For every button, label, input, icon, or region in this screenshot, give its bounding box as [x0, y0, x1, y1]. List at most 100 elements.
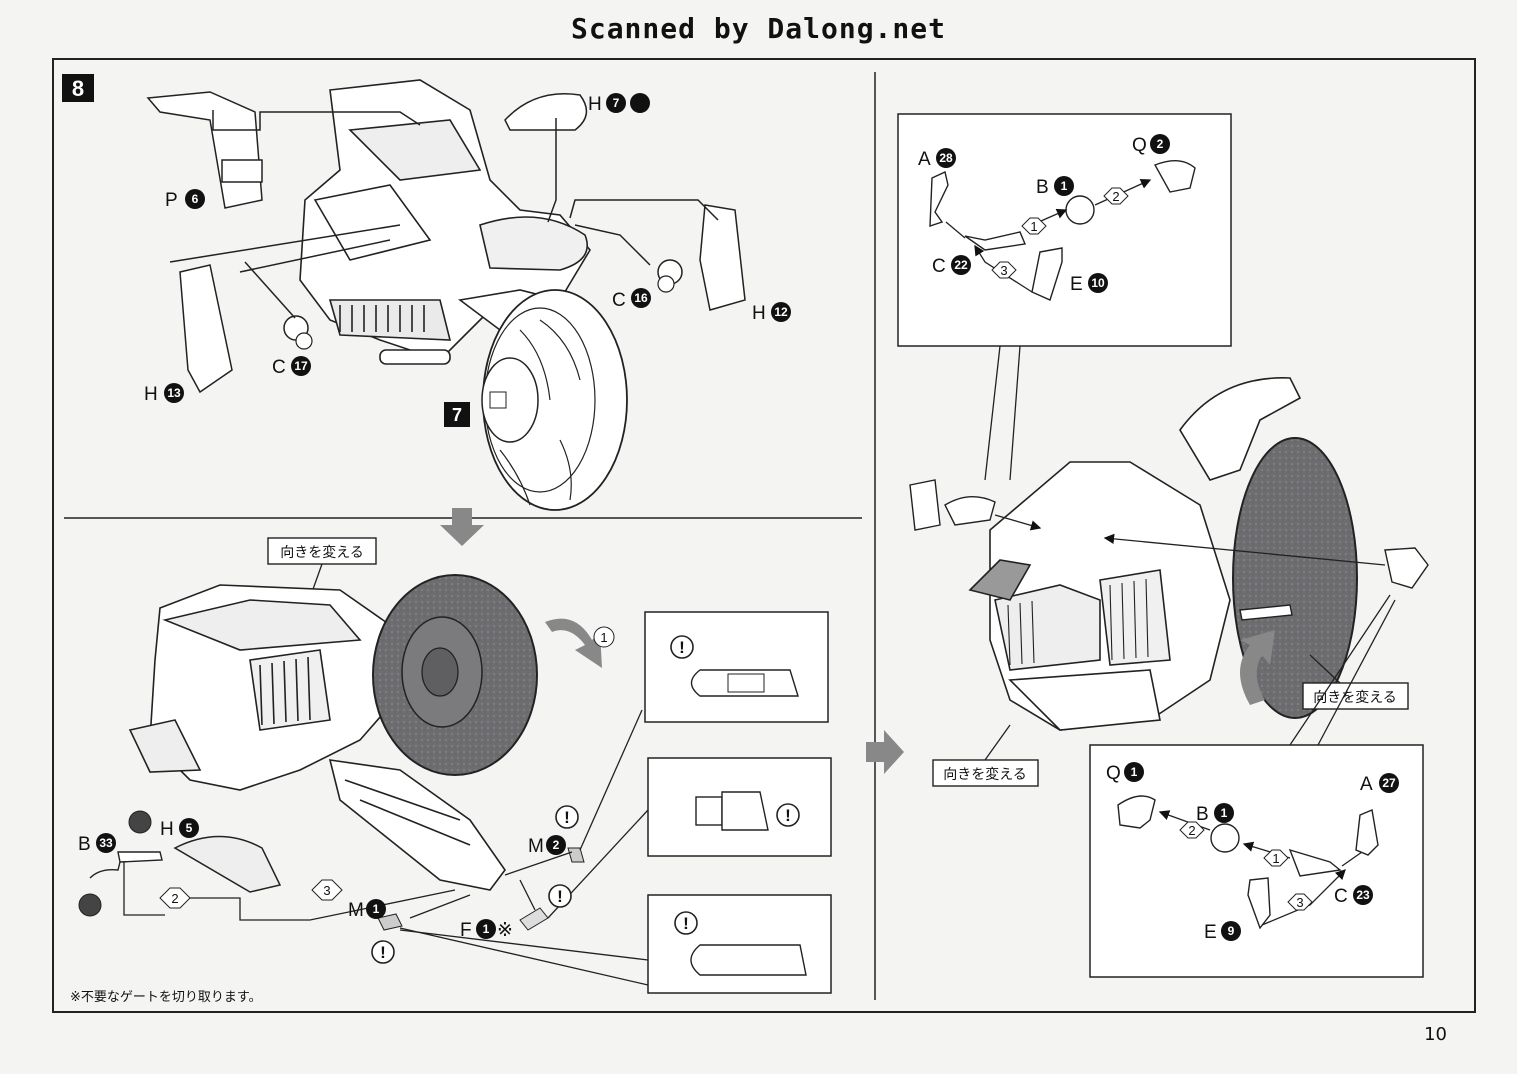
callout-change-direction-2: 向きを変える — [932, 724, 1039, 787]
svg-text:2: 2 — [553, 838, 560, 852]
step-8-badge: 8 — [62, 74, 94, 102]
svg-text:B: B — [1196, 804, 1209, 825]
svg-text:22: 22 — [954, 258, 968, 272]
page-number: 10 — [1424, 1024, 1447, 1045]
label-h13: H 13 — [144, 383, 184, 405]
svg-text:3: 3 — [1296, 895, 1303, 910]
part-m2-pin — [567, 847, 585, 863]
bottom-bike-assembly — [128, 584, 506, 891]
right-bike-assembly — [909, 377, 1429, 731]
label-c17: C 17 — [272, 356, 311, 378]
svg-text:16: 16 — [634, 291, 648, 305]
svg-text:!: ! — [785, 806, 791, 825]
label-h7: H 7 — [588, 93, 650, 115]
label-q2: Q 2 — [1132, 134, 1170, 156]
svg-text:1: 1 — [483, 922, 490, 936]
svg-text:!: ! — [679, 638, 685, 657]
svg-text:M: M — [528, 836, 544, 857]
svg-text:1: 1 — [1221, 806, 1228, 820]
svg-text:※: ※ — [497, 920, 513, 941]
part-m1-pin — [377, 913, 403, 931]
part-b33-stand — [89, 851, 163, 879]
svg-text:A: A — [918, 149, 931, 170]
top-wheel — [481, 289, 628, 511]
label-a28: A 28 — [918, 148, 956, 170]
svg-text:C: C — [272, 357, 286, 378]
svg-text:E: E — [1204, 922, 1217, 943]
order-mark-1-rotate: 1 — [593, 626, 615, 648]
svg-text:6: 6 — [192, 192, 199, 206]
svg-text:1: 1 — [1061, 179, 1068, 193]
part-h7-visor — [504, 93, 588, 131]
label-h5: H 5 — [160, 818, 199, 840]
right-bottom-parts — [1117, 795, 1379, 930]
right-top-order-marks: 1 2 3 — [991, 187, 1129, 279]
label-b33: B 33 — [78, 833, 116, 855]
instruction-frame — [52, 58, 1476, 1013]
svg-text:C: C — [932, 256, 946, 277]
svg-text:7: 7 — [613, 96, 620, 110]
svg-text:1: 1 — [1131, 765, 1138, 779]
svg-text:B: B — [1036, 177, 1049, 198]
part-h13-side — [179, 264, 233, 394]
label-c16: C 16 — [612, 288, 651, 311]
svg-text:向きを変える: 向きを変える — [1313, 689, 1397, 706]
svg-text:3: 3 — [323, 883, 330, 898]
svg-text:B: B — [78, 834, 91, 855]
detail-box-right-bottom — [1089, 594, 1424, 978]
svg-text:F: F — [460, 920, 472, 941]
svg-text:1: 1 — [600, 630, 607, 645]
svg-text:1: 1 — [373, 902, 380, 916]
svg-text:2: 2 — [1157, 137, 1164, 151]
part-c16-cap — [657, 259, 683, 293]
caution-box-3: ! — [647, 894, 832, 994]
part-p6-cowl — [146, 91, 263, 209]
svg-text:!: ! — [683, 914, 689, 933]
label-m2: M 2 ! — [528, 805, 579, 857]
top-leader-lines — [169, 110, 719, 319]
part-h5-cover — [173, 835, 282, 893]
svg-text:23: 23 — [1356, 888, 1370, 902]
label-p6: P 6 — [165, 189, 205, 211]
svg-text:2: 2 — [1188, 823, 1195, 838]
scan-credit: Scanned by Dalong.net — [570, 12, 946, 45]
part-h12-side — [699, 204, 746, 311]
label-a27: A 27 — [1360, 773, 1399, 795]
label-h12: H 12 — [752, 302, 791, 324]
step-8-number: 8 — [72, 76, 84, 101]
label-e10: E 10 — [1070, 273, 1108, 295]
svg-text:!: ! — [380, 943, 386, 962]
svg-text:A: A — [1360, 774, 1373, 795]
label-f1: F 1 ※ ! — [460, 884, 572, 941]
svg-text:E: E — [1070, 274, 1083, 295]
svg-text:向きを変える: 向きを変える — [943, 766, 1027, 783]
label-q1: Q 1 — [1106, 762, 1144, 784]
step-7-badge: 7 — [444, 402, 470, 427]
svg-text:13: 13 — [167, 386, 181, 400]
rotate-arrow-icon — [545, 618, 602, 668]
label-c23: C 23 — [1334, 885, 1373, 907]
decal-mark-icon — [630, 93, 650, 113]
svg-text:!: ! — [564, 808, 570, 827]
order-mark-2-left: 2 — [159, 887, 191, 909]
order-mark-3-left: 3 — [311, 879, 343, 901]
part-f1-clip — [519, 907, 549, 931]
caution-box-2: ! — [647, 757, 832, 857]
label-m1: M 1 ! — [348, 899, 395, 964]
svg-text:2: 2 — [171, 891, 178, 906]
svg-text:!: ! — [557, 887, 563, 906]
svg-text:2: 2 — [1112, 189, 1119, 204]
svg-text:1: 1 — [1030, 219, 1037, 234]
label-b1-bottom: B 1 — [1196, 803, 1234, 825]
svg-text:C: C — [1334, 886, 1348, 907]
svg-text:Q: Q — [1106, 763, 1121, 784]
svg-text:3: 3 — [1000, 263, 1007, 278]
callout-change-direction-1: 向きを変える — [267, 537, 377, 593]
svg-text:M: M — [348, 900, 364, 921]
label-e9: E 9 — [1204, 921, 1241, 943]
part-c17-cap — [283, 315, 313, 350]
svg-text:27: 27 — [1382, 776, 1396, 790]
svg-text:H: H — [752, 303, 766, 324]
right-bottom-order-marks: 2 1 3 — [1179, 821, 1313, 911]
label-c22: C 22 — [932, 255, 971, 277]
